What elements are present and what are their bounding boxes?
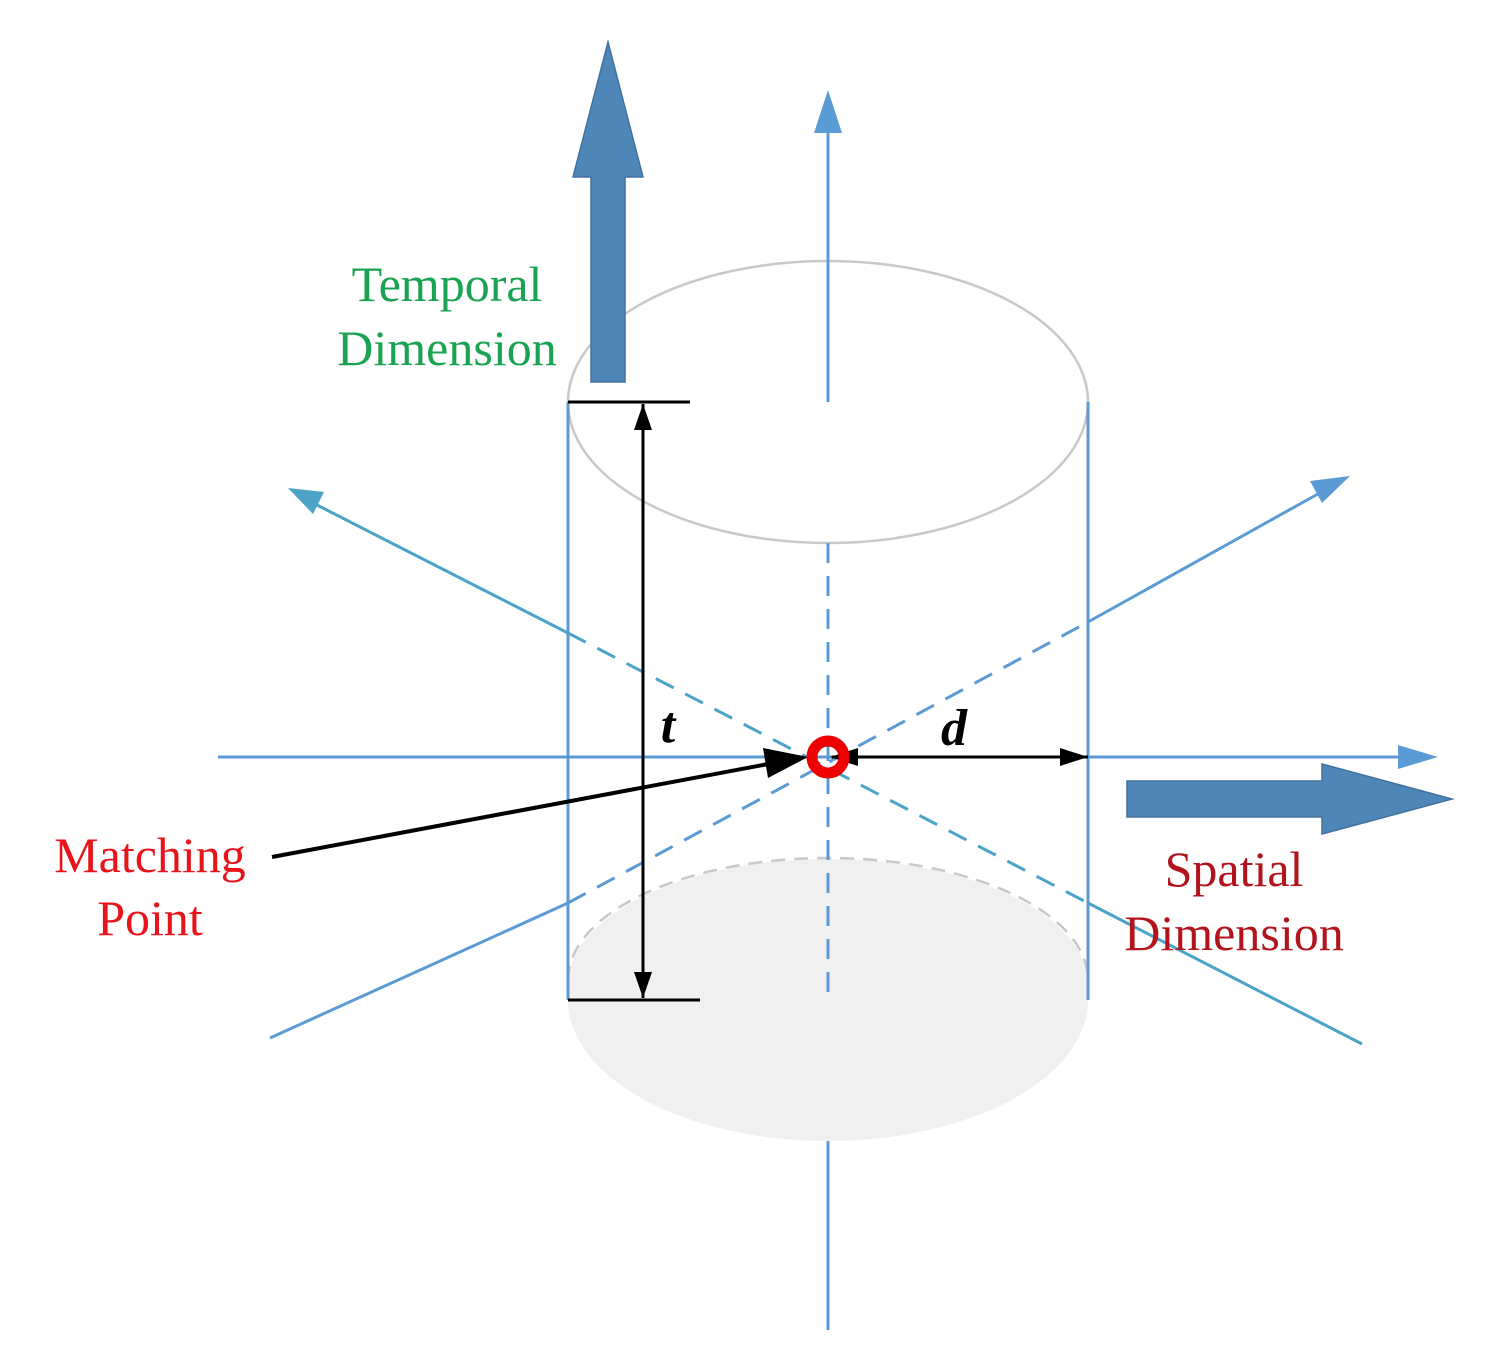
diagonal-axis-ne-arrowhead	[1310, 476, 1350, 503]
temporal-label-line2: Dimension	[337, 320, 556, 376]
t-symbol: t	[661, 697, 677, 754]
diagonal-axis-nw-arrowhead	[288, 488, 324, 514]
d-arrowhead-right	[1060, 748, 1088, 766]
t-arrowhead-bottom	[634, 972, 652, 998]
spatial-dimension-arrow	[1126, 763, 1455, 835]
matching-point-pointer	[271, 757, 796, 859]
t-arrowhead-top	[634, 404, 652, 430]
cylinder-bottom-base	[568, 859, 1088, 1141]
diagonal-axis-ne-outer-lower	[269, 901, 569, 1040]
spatial-label-line1: Spatial	[1165, 841, 1304, 897]
matching-point-label-line1: Matching	[54, 827, 246, 883]
horizontal-axis-arrowhead	[1398, 745, 1438, 769]
diagonal-axis-ne-outer-upper	[1087, 488, 1326, 624]
spatial-label-line2: Dimension	[1124, 905, 1343, 961]
d-symbol: d	[941, 700, 968, 757]
vertical-axis-arrowhead	[814, 90, 842, 133]
matching-point	[806, 735, 850, 779]
matching-point-label-line2: Point	[97, 890, 203, 946]
temporal-dimension-arrow	[572, 39, 644, 383]
temporal-label-line1: Temporal	[352, 256, 543, 312]
diagonal-axis-nw-outer-lower	[1087, 901, 1363, 1046]
diagonal-axis-nw-outer-upper	[314, 502, 569, 635]
matching-point-pointer-arrowhead	[763, 748, 808, 778]
